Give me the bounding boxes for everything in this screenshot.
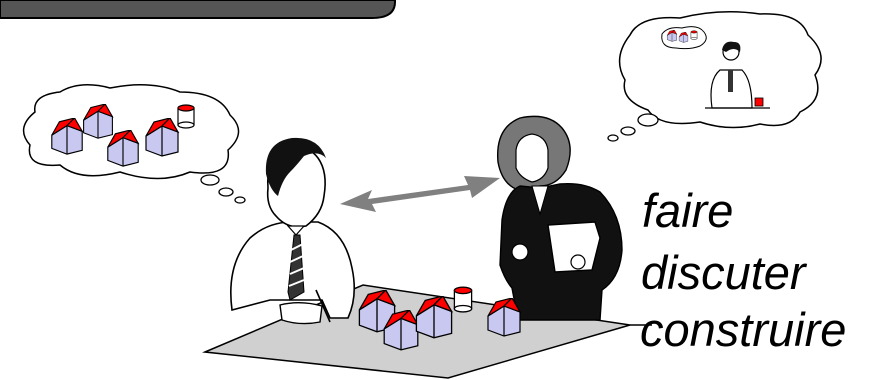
corner-banner (0, 0, 396, 19)
man-figure (230, 137, 356, 325)
word-construire: construire (640, 303, 847, 356)
woman-figure (496, 115, 623, 321)
two-way-arrow (340, 176, 500, 212)
left-thought-bubble (22, 84, 246, 204)
right-thought-bubble (607, 11, 822, 142)
word-faire: faire (642, 184, 734, 237)
word-discuter: discuter (641, 246, 806, 299)
